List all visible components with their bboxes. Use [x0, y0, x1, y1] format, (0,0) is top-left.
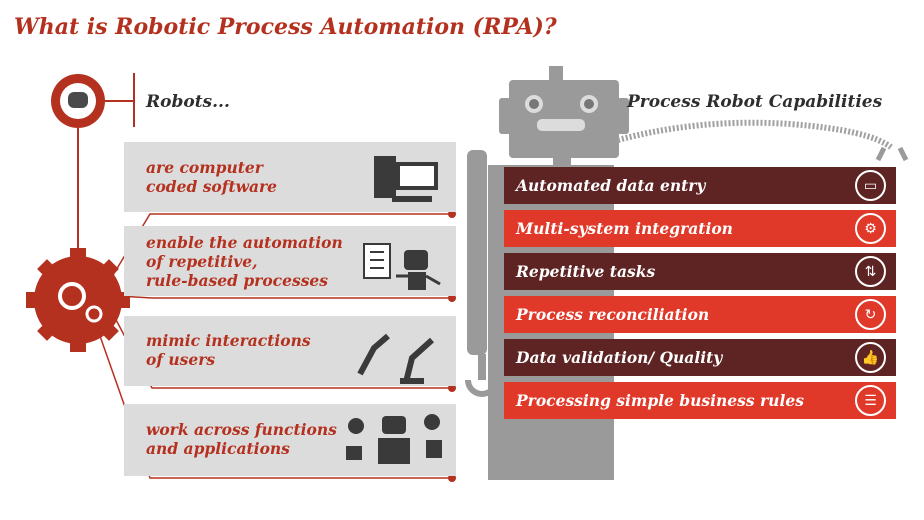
panel-mimic — [124, 316, 456, 386]
capability-data-validation: Data validation/ Quality 👍 — [504, 339, 896, 376]
capability-label: Processing simple business rules — [516, 391, 804, 410]
capability-label: Process reconciliation — [516, 305, 710, 324]
robot-apps-icon — [346, 414, 442, 464]
laptop-icon: ▭ — [855, 170, 886, 201]
capability-automated-data-entry: Automated data entry ▭ — [504, 167, 896, 204]
capability-label: Automated data entry — [516, 176, 706, 195]
robot-checklist-icon — [363, 243, 441, 290]
gears-icon: ⚙ — [855, 213, 886, 244]
capability-process-reconciliation: Process reconciliation ↻ — [504, 296, 896, 333]
robot-trait-2: enable the automation of repetitive, rul… — [146, 233, 343, 290]
robot-trait-1: are computer coded software — [146, 158, 278, 196]
panel-automation — [124, 226, 456, 296]
robots-heading: Robots... — [146, 92, 230, 112]
checklist-icon: ☰ — [855, 385, 886, 416]
robotic-arm-icon — [357, 333, 435, 384]
thumbs-up-icon: 👍 — [855, 342, 886, 373]
robot-trait-4: work across functions and applications — [146, 420, 337, 458]
capability-multi-system-integration: Multi-system integration ⚙ — [504, 210, 896, 247]
capability-business-rules: Processing simple business rules ☰ — [504, 382, 896, 419]
capability-label: Repetitive tasks — [516, 262, 656, 281]
page-title: What is Robotic Process Automation (RPA)… — [14, 14, 557, 40]
robot-trait-3: mimic interactions of users — [146, 331, 311, 369]
capability-repetitive-tasks: Repetitive tasks ⇅ — [504, 253, 896, 290]
cycle-arrows-icon: ⇅ — [855, 256, 886, 287]
capability-label: Data validation/ Quality — [516, 348, 723, 367]
refresh-icon: ↻ — [855, 299, 886, 330]
computer-icon — [374, 156, 438, 202]
capabilities-heading: Process Robot Capabilities — [627, 92, 883, 112]
capability-label: Multi-system integration — [516, 219, 733, 238]
